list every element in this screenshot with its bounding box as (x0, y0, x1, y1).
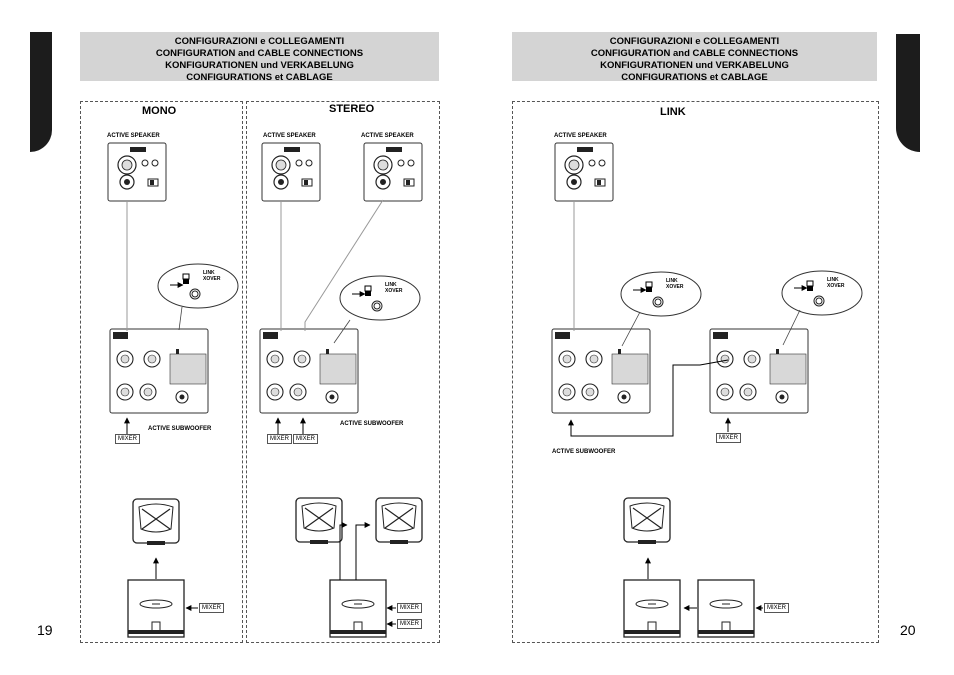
header-line: CONFIGURAZIONI e COLLEGAMENTI (609, 36, 780, 47)
link-xover-label: LINK XOVER (666, 278, 684, 290)
link-xover-label: LINK XOVER (203, 270, 221, 282)
active-subwoofer-label: ACTIVE SUBWOOFER (340, 421, 404, 427)
mixer-box: MIXER (199, 603, 225, 613)
mono-title: MONO (142, 105, 177, 117)
header-line: KONFIGURATIONEN und VERKABELUNG (600, 60, 789, 71)
header-line: CONFIGURAZIONI e COLLEGAMENTI (174, 36, 345, 47)
stereo-title: STEREO (329, 103, 375, 115)
active-speaker-label: ACTIVE SPEAKER (361, 133, 414, 139)
active-subwoofer-label: ACTIVE SUBWOOFER (148, 426, 212, 432)
header-line: CONFIGURATION and CABLE CONNECTIONS (155, 48, 364, 59)
link-xover-label: LINK XOVER (385, 282, 403, 294)
header-line: KONFIGURATIONEN und VERKABELUNG (165, 60, 354, 71)
left-page-tab (30, 32, 52, 152)
mixer-box: MIXER (267, 434, 293, 444)
mixer-box: MIXER (716, 433, 742, 443)
right-page-tab (896, 34, 920, 152)
left-header: CONFIGURAZIONI e COLLEGAMENTI CONFIGURAT… (80, 32, 439, 83)
active-speaker-label: ACTIVE SPEAKER (554, 133, 607, 139)
link-xover-label: LINK XOVER (827, 277, 845, 289)
link-panel (512, 101, 879, 643)
mixer-box: MIXER (764, 603, 790, 613)
mixer-box: MIXER (293, 434, 319, 444)
page-number-left: 19 (37, 622, 53, 638)
active-speaker-label: ACTIVE SPEAKER (263, 133, 316, 139)
active-subwoofer-label: ACTIVE SUBWOOFER (552, 449, 616, 455)
link-title: LINK (660, 106, 686, 118)
header-line: CONFIGURATIONS et CABLAGE (621, 72, 768, 83)
mixer-box: MIXER (115, 434, 141, 444)
header-line: CONFIGURATION and CABLE CONNECTIONS (590, 48, 799, 59)
header-line: CONFIGURATIONS et CABLAGE (186, 72, 333, 83)
stereo-panel (246, 101, 440, 643)
mixer-box: MIXER (397, 603, 423, 613)
mono-panel (80, 101, 243, 643)
mixer-box: MIXER (397, 619, 423, 629)
page-number-right: 20 (900, 622, 916, 638)
right-header: CONFIGURAZIONI e COLLEGAMENTI CONFIGURAT… (512, 32, 877, 83)
active-speaker-label: ACTIVE SPEAKER (107, 133, 160, 139)
